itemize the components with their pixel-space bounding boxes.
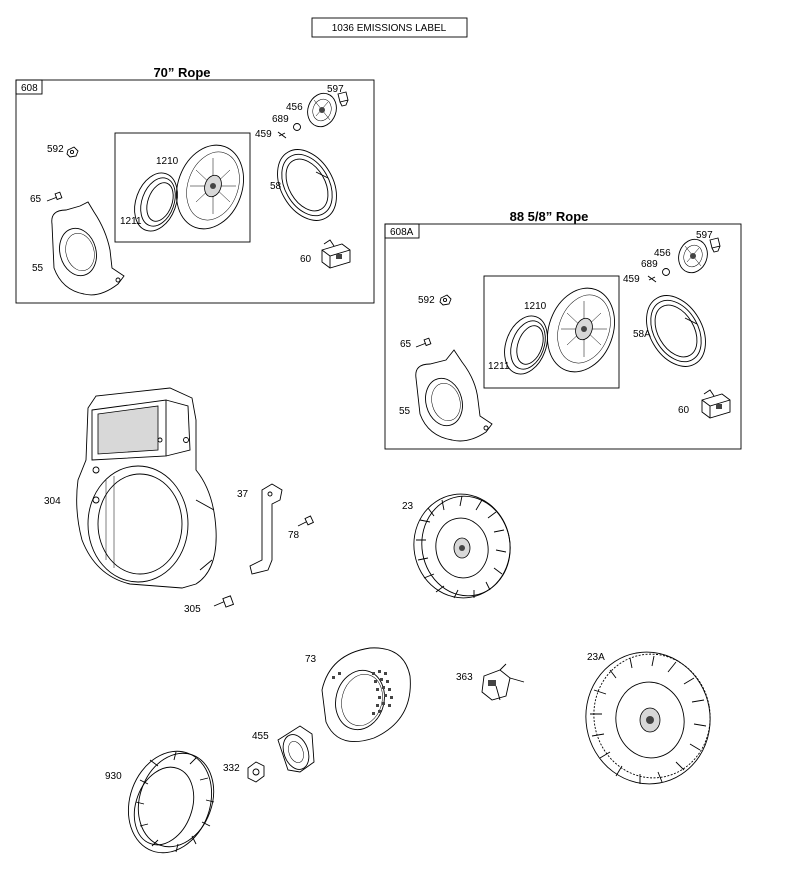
label-1210: 1210 (156, 156, 179, 167)
label-55: 55 (32, 263, 44, 274)
part-456 (307, 92, 337, 128)
label-1211: 1211 (120, 216, 142, 227)
part-592 (439, 294, 452, 306)
label-332: 332 (223, 763, 240, 774)
label-73: 73 (305, 654, 317, 665)
part-930 (127, 750, 215, 854)
label-592: 592 (47, 144, 64, 155)
part-58A (646, 295, 706, 367)
label-78: 78 (288, 530, 300, 541)
part-459 (647, 275, 657, 283)
part-73 (321, 647, 411, 742)
part-455 (277, 725, 315, 773)
part-304 (76, 387, 217, 589)
label-459: 459 (255, 129, 272, 140)
group-tag: 608A (390, 227, 414, 238)
part-60 (321, 239, 351, 269)
label-689: 689 (272, 114, 289, 125)
label-597: 597 (696, 230, 713, 241)
label-23A: 23A (587, 652, 605, 663)
label-930: 930 (105, 771, 122, 782)
label-60: 60 (678, 405, 690, 416)
part-55 (51, 201, 125, 296)
rewind-assembly-box (114, 132, 251, 243)
label-689: 689 (641, 259, 658, 270)
group-title: 88 5/8” Rope (510, 209, 589, 224)
part-459 (277, 131, 287, 139)
emissions-label: 1036 EMISSIONS LABEL (311, 17, 468, 38)
label-58: 58 (270, 181, 282, 192)
emissions-label-text: 1036 EMISSIONS LABEL (332, 23, 447, 34)
group-tag: 608 (21, 83, 38, 94)
part-37 (249, 483, 283, 575)
group-88-rope: 88 5/8” Rope 608A 597 456 689 459 592 (384, 209, 742, 450)
label-37: 37 (237, 489, 249, 500)
group-tag-box (15, 79, 43, 95)
label-456: 456 (654, 248, 671, 259)
label-65: 65 (30, 194, 42, 205)
part-1210 (547, 287, 615, 373)
group-tag-box (384, 223, 420, 239)
label-1211: 1211 (488, 361, 510, 372)
part-60 (701, 389, 731, 419)
part-689 (662, 268, 670, 276)
label-304: 304 (44, 496, 61, 507)
part-1210 (176, 144, 244, 230)
label-305: 305 (184, 604, 201, 615)
group-70-rope: 70” Rope 608 597 456 689 459 (15, 65, 375, 304)
part-1211 (504, 315, 548, 375)
label-597: 597 (327, 84, 344, 95)
part-597 (337, 91, 349, 107)
part-1211 (134, 172, 178, 232)
label-58A: 58A (633, 329, 651, 340)
label-459: 459 (623, 274, 640, 285)
label-363: 363 (456, 672, 473, 683)
rewind-assembly-box (483, 275, 620, 389)
part-689 (293, 123, 301, 131)
label-1210: 1210 (524, 301, 547, 312)
part-23 (413, 493, 511, 599)
part-592 (66, 146, 79, 158)
group-box (15, 79, 375, 304)
part-597 (709, 237, 721, 253)
part-332 (247, 761, 265, 783)
label-65: 65 (400, 339, 412, 350)
group-box (384, 223, 742, 450)
part-78 (297, 515, 315, 527)
part-23A (585, 651, 711, 785)
label-455: 455 (252, 731, 269, 742)
label-23: 23 (402, 501, 414, 512)
part-456 (678, 238, 708, 274)
part-363 (481, 663, 525, 701)
part-65 (415, 337, 432, 348)
label-60: 60 (300, 254, 312, 265)
label-456: 456 (286, 102, 303, 113)
part-55 (415, 349, 493, 442)
label-592: 592 (418, 295, 435, 306)
part-305 (213, 595, 235, 608)
part-58 (277, 149, 337, 221)
part-65 (46, 191, 63, 202)
label-55: 55 (399, 406, 411, 417)
group-title: 70” Rope (153, 65, 210, 80)
